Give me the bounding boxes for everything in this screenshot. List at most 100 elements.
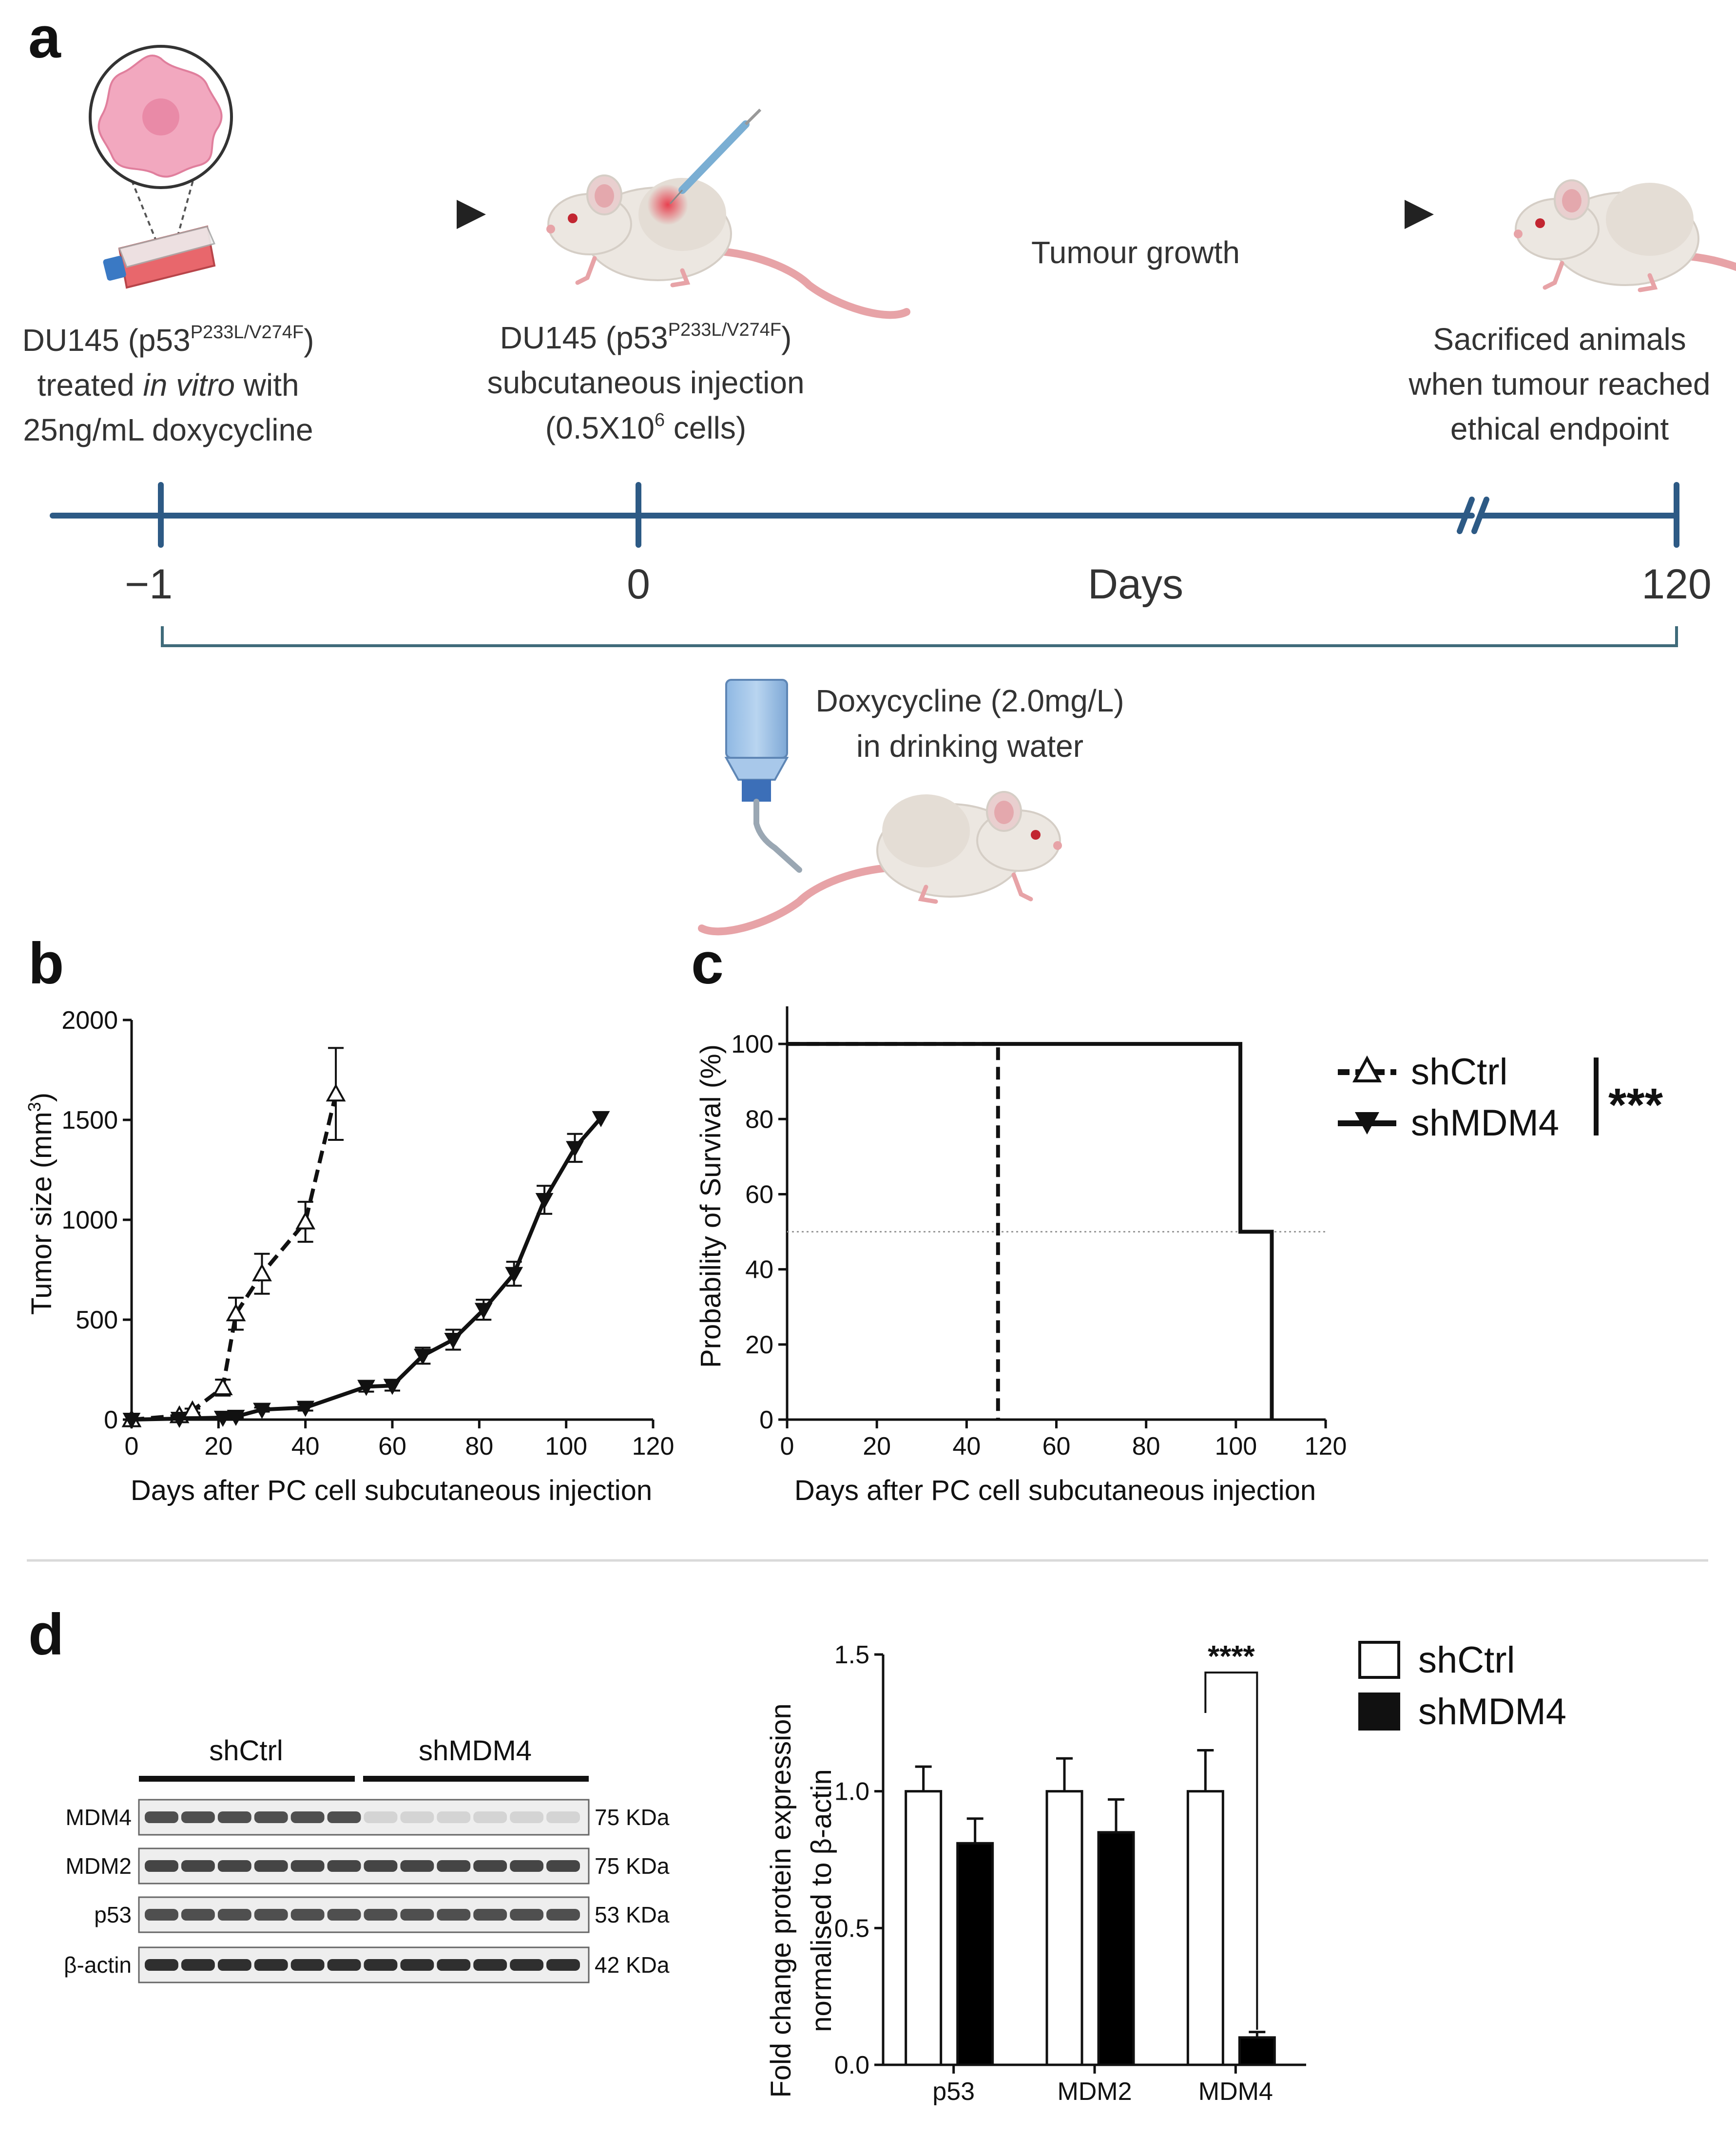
blot-band (145, 1860, 178, 1872)
panel-a-label: a (28, 5, 61, 70)
d-y-tick-label: 1.5 (834, 1641, 869, 1669)
b-point-shMDM4 (444, 1333, 463, 1349)
step2-line1: DU145 (p53P233L/V274F) (500, 320, 792, 355)
legend-d-shmdm4: shMDM4 (1418, 1691, 1566, 1732)
blot-band (290, 1909, 325, 1921)
blot-protein-label: MDM2 (66, 1853, 132, 1879)
legend-d-shctrl: shCtrl (1418, 1639, 1515, 1681)
c-x-tick-label: 40 (952, 1432, 981, 1461)
d-bar-shMDM4 (956, 1842, 994, 2066)
b-y-tick-label: 500 (76, 1306, 118, 1334)
blot-band (510, 1811, 544, 1823)
b-point-shMDM4 (357, 1380, 375, 1396)
b-x-tick-label: 40 (291, 1432, 320, 1461)
blot-band (181, 1909, 215, 1921)
blot-size-label: 42 KDa (595, 1952, 670, 1978)
d-significance-stars: **** (1208, 1640, 1255, 1673)
b-point-shMDM4 (474, 1303, 493, 1319)
c-x-tick-label: 60 (1042, 1432, 1071, 1461)
c-series-shMDM4-line (787, 1042, 1274, 1420)
step2-line2: subcutaneous injection (487, 365, 804, 400)
doxycycline-bracket (161, 626, 1678, 647)
blot-band (254, 1909, 288, 1921)
blot-band (327, 1860, 361, 1872)
c-y-tick-label: 20 (745, 1331, 773, 1359)
legend-open-triangle-icon (1352, 1055, 1382, 1082)
legend-filled-triangle-icon (1355, 1112, 1379, 1135)
blot-band (437, 1811, 471, 1823)
step1-line1: DU145 (p53P233L/V274F) (22, 322, 314, 358)
b-point-shMDM4 (383, 1379, 402, 1395)
panel-b-ylabel: Tumor size (mm3) (24, 1093, 58, 1315)
panel-d-ylabel-line1: Fold change protein expression (765, 1703, 797, 2097)
blot-band (217, 1811, 251, 1823)
c-y-tick-label: 60 (745, 1180, 773, 1209)
b-point-shMDM4 (253, 1403, 271, 1419)
timeline (50, 482, 1679, 548)
panel-c-label: c (691, 931, 724, 996)
injected-mouse-icon (546, 108, 907, 315)
d-bar-shMDM4 (1238, 2036, 1276, 2066)
tumour-growth-label: Tumour growth (1031, 235, 1240, 270)
blot-band (217, 1860, 251, 1872)
blot-band (400, 1959, 434, 1971)
panel-d-legend: shCtrl shMDM4 (1358, 1639, 1566, 1732)
blot-band (254, 1811, 288, 1823)
blot-band (290, 1860, 325, 1872)
b-y-tick-label: 0 (104, 1406, 118, 1434)
d-significance-bracket (1204, 1672, 1258, 2030)
b-point-shMDM4 (170, 1411, 189, 1428)
blot-size-label: 75 KDa (595, 1805, 670, 1830)
blot-band (546, 1860, 580, 1872)
panel-c-legend: shCtrl shMDM4 *** (1338, 1051, 1663, 1144)
blot-protein-label: β-actin (64, 1952, 132, 1978)
endpoint-mouse-icon (1514, 180, 1736, 320)
blot-band (400, 1909, 434, 1921)
blot-protein-label: MDM4 (66, 1805, 132, 1830)
d-category-label: MDM4 (1198, 2077, 1273, 2106)
b-point-shMDM4 (213, 1410, 232, 1427)
blot-protein-label: p53 (94, 1902, 132, 1927)
blot-band (510, 1860, 544, 1872)
blot-band (145, 1909, 178, 1921)
b-point-shMDM4 (296, 1401, 315, 1417)
blot-band (254, 1959, 288, 1971)
legend-d-open-box-icon (1358, 1641, 1400, 1679)
step1-line2: treated in vitro with (37, 367, 299, 403)
panel-b-label: b (28, 931, 64, 996)
panel-c-significance: *** (1608, 1079, 1663, 1131)
d-y-tick-label: 0.5 (834, 1914, 869, 1943)
c-y-tick-label: 40 (745, 1256, 773, 1284)
blot-band (364, 1860, 398, 1872)
blot-band (364, 1811, 398, 1823)
timeline-tick-0: 0 (627, 561, 650, 608)
b-point-shMDM4 (566, 1141, 584, 1157)
d-bar-shMDM4 (1097, 1831, 1135, 2066)
water-bottle-icon (724, 679, 802, 873)
timeline-tick-minus1: −1 (125, 561, 173, 608)
panel-c-ylabel: Probability of Survival (%) (695, 1044, 727, 1368)
b-series-shMDM4-line (131, 1116, 603, 1422)
blot-band (217, 1909, 251, 1921)
blot-band (327, 1811, 361, 1823)
d-y-tick-label: 0.0 (834, 2051, 869, 2079)
blot-band (254, 1860, 288, 1872)
b-point-shMDM4 (535, 1193, 554, 1210)
c-x-tick-label: 0 (780, 1432, 794, 1461)
d-bar-shCtrl (1186, 1790, 1224, 2066)
blot-band (290, 1959, 325, 1971)
b-point-shMDM4 (122, 1413, 141, 1429)
c-y-tick-label: 80 (745, 1105, 773, 1134)
b-x-tick-label: 20 (204, 1432, 232, 1461)
blot-group-shmdm4: shMDM4 (419, 1735, 532, 1767)
blot-band (364, 1909, 398, 1921)
b-point-shMDM4 (414, 1348, 432, 1365)
blot-band (181, 1860, 215, 1872)
b-point-shMDM4 (227, 1409, 245, 1426)
step1-line3: 25ng/mL doxycycline (23, 412, 313, 447)
b-x-tick-label: 100 (545, 1432, 587, 1461)
cell-culture-flask-icon (89, 45, 233, 289)
blot-band (437, 1909, 471, 1921)
